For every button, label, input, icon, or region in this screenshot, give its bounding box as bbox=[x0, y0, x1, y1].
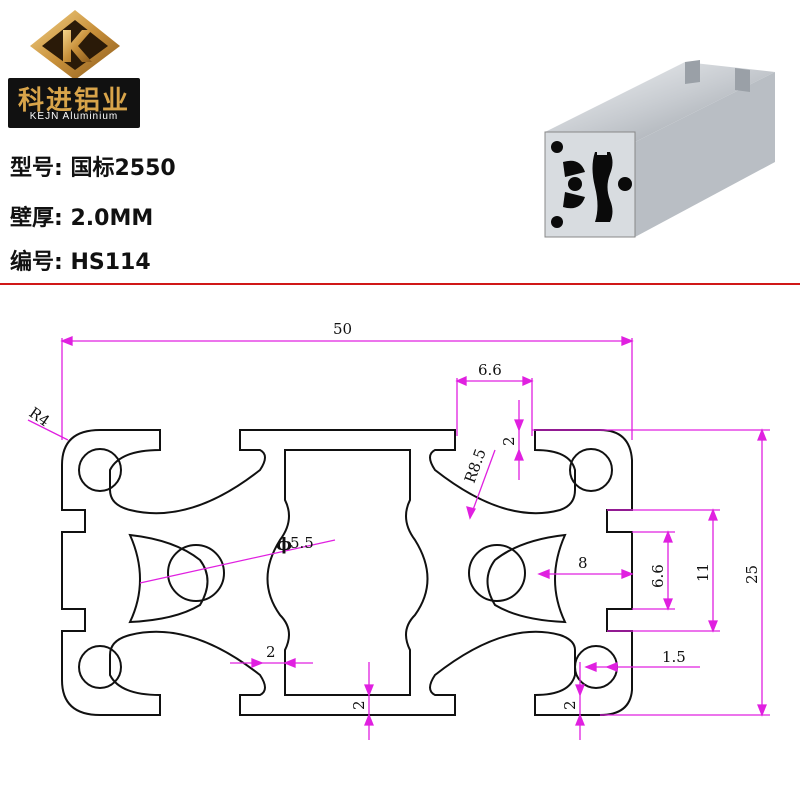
dim-corner-wall-label: 2 bbox=[561, 700, 579, 710]
dim-hole-label: 5.5 bbox=[290, 534, 314, 552]
section-divider bbox=[0, 283, 800, 285]
dim-slot-width-label: 11 bbox=[694, 563, 712, 582]
profile-outline bbox=[61, 429, 633, 716]
spec-model-label: 型号: bbox=[10, 156, 63, 181]
dim-bottom-wall-label: 2 bbox=[350, 700, 368, 710]
spec-wall-label: 壁厚: bbox=[10, 206, 63, 231]
spec-model: 型号: 国标2550 bbox=[10, 150, 176, 182]
spec-wall: 壁厚: 2.0MM bbox=[10, 200, 153, 232]
dim-height-label: 25 bbox=[743, 565, 761, 584]
dim-web-label: 2 bbox=[266, 643, 276, 661]
brand-name-en: KEJN Aluminium bbox=[29, 111, 119, 122]
dim-inner-radius-label: R8.5 bbox=[461, 446, 490, 485]
spec-model-value: 国标2550 bbox=[70, 156, 176, 181]
brand-name-cn: 科进铝业 bbox=[17, 86, 130, 116]
k-emblem-icon bbox=[30, 10, 120, 80]
dim-slot-top-label: 6.6 bbox=[478, 361, 502, 379]
dim-corner-radius-label: R4 bbox=[26, 404, 53, 431]
dim-lip-right-label: 1.5 bbox=[662, 648, 686, 666]
spec-code-value: HS114 bbox=[70, 250, 151, 275]
brand-logo: 科进铝业 KEJN Aluminium bbox=[8, 6, 142, 134]
profile-3d-image bbox=[544, 60, 775, 238]
dim-width-label: 50 bbox=[333, 320, 352, 338]
dim-slot-depth-label: 8 bbox=[578, 554, 588, 572]
brand-name-bar: 科进铝业 KEJN Aluminium bbox=[8, 78, 140, 128]
spec-code-label: 编号: bbox=[10, 250, 63, 275]
spec-wall-value: 2.0MM bbox=[70, 206, 154, 231]
spec-code: 编号: HS114 bbox=[10, 244, 151, 276]
dim-slot-opening-label: 6.6 bbox=[649, 564, 667, 588]
diameter-icon: ϕ bbox=[276, 535, 292, 555]
dimension-lines bbox=[27, 336, 770, 740]
dimension-labels: 50 6.6 2 25 11 6.6 8 1.5 2 2 2 R4 R8.5 ϕ… bbox=[26, 320, 761, 710]
dim-lip-top-label: 2 bbox=[500, 436, 518, 446]
profile-drawing: 50 6.6 2 25 11 6.6 8 1.5 2 2 2 R4 R8.5 ϕ… bbox=[26, 320, 770, 740]
